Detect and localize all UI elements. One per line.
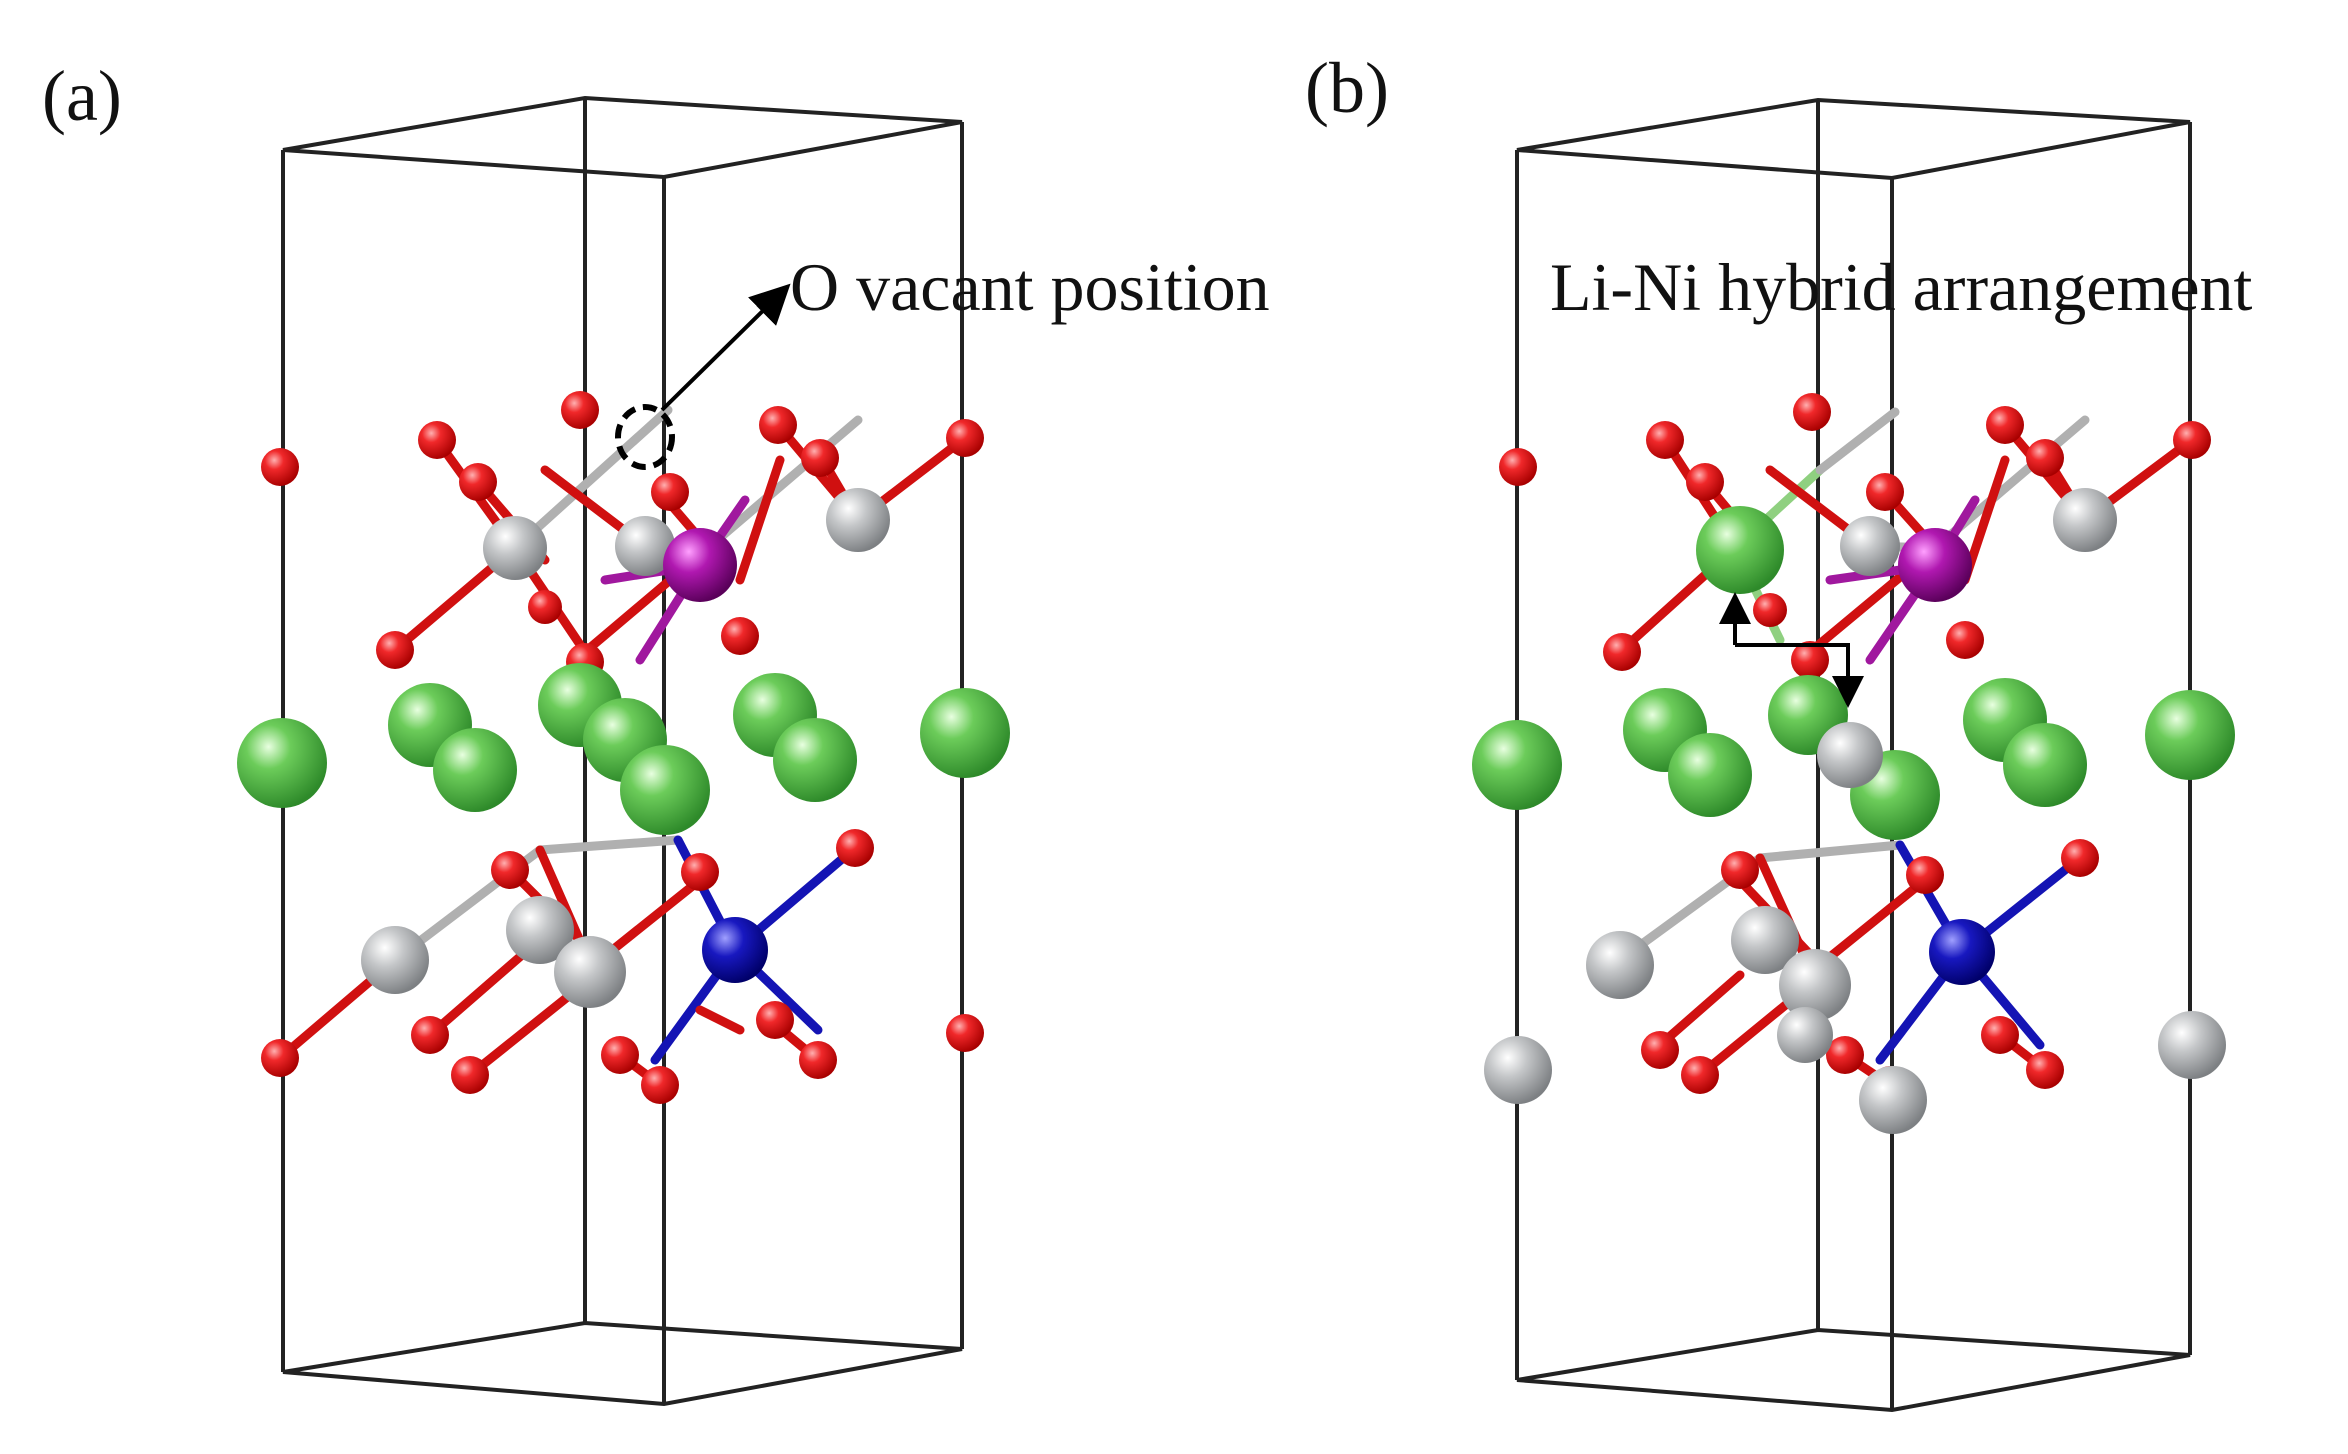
o-vacancy-annotation: O vacant position [790, 249, 1270, 325]
li-ni-exchange-path [1735, 643, 1864, 708]
panel-a-label: (a) [42, 56, 122, 136]
nickel-atoms-lower-a [361, 896, 626, 1008]
o-vacancy-arrow [660, 283, 791, 412]
cobalt-atom-b [1929, 919, 1995, 985]
oxygen-atoms-upper-a [261, 391, 984, 681]
o-vacancy-marker [615, 404, 675, 470]
nickel-atoms-upper-b [1840, 488, 2117, 576]
cobalt-atom-a [702, 917, 768, 983]
manganese-atom-a [663, 528, 737, 602]
nickel-atoms-lower-b [1484, 906, 2226, 1134]
nickel-in-li-site-b [1817, 722, 1883, 788]
oxygen-atoms-lower-a [261, 829, 984, 1104]
nickel-atoms-upper-a [483, 488, 890, 580]
oxygen-atoms-lower-b [1641, 839, 2099, 1104]
manganese-atom-b [1898, 528, 1972, 602]
panel-b-label: (b) [1305, 48, 1389, 128]
oxygen-atoms-upper-b [1499, 393, 2211, 679]
li-ni-annotation: Li-Ni hybrid arrangement [1550, 249, 2253, 325]
panel-a: (a) [42, 56, 1270, 1407]
lithium-atoms-a [237, 663, 1010, 835]
lithium-in-ni-site-b [1696, 506, 1784, 594]
panel-b: (b) [1305, 48, 2253, 1413]
